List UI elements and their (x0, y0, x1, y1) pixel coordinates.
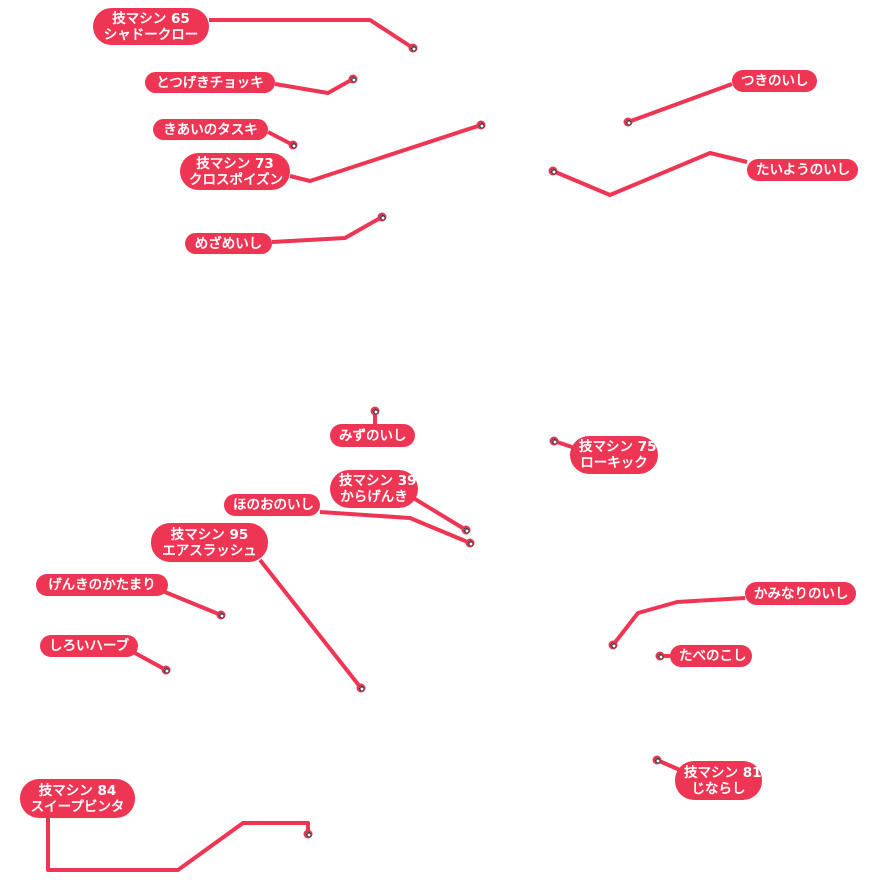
item-label-text: クロスポイズン (189, 171, 284, 188)
item-label[interactable]: みずのいし (330, 424, 415, 447)
leader-line (274, 77, 354, 95)
leader-line (289, 123, 482, 183)
item-label[interactable]: めざめいし (185, 233, 272, 254)
pokeball-icon[interactable] (348, 74, 358, 84)
item-label[interactable]: げんきのかたまり (36, 574, 168, 596)
leader-line (611, 596, 746, 647)
pokeball-icon[interactable] (377, 212, 387, 222)
pokeball-icon[interactable] (623, 117, 633, 127)
item-label-text: きあいのタスキ (163, 121, 258, 138)
pokeball-icon[interactable] (303, 829, 313, 839)
leader-line (271, 215, 383, 244)
pokeball-icon[interactable] (288, 140, 298, 150)
item-label[interactable]: たべのこし (670, 645, 752, 667)
item-label-text: じならし (691, 780, 746, 797)
leader-line (319, 510, 471, 545)
leader-line (552, 151, 748, 197)
item-label-text: しろいハーブ (49, 638, 130, 654)
item-label-text: 技マシン 73 (196, 155, 274, 172)
item-label[interactable]: しろいハーブ (40, 635, 138, 657)
leader-line (209, 18, 415, 50)
pokeball-icon[interactable] (655, 651, 665, 661)
leader-line (258, 558, 363, 690)
pokeball-icon[interactable] (461, 525, 471, 535)
item-label[interactable]: とつげきチョッキ (145, 72, 275, 93)
item-label-text: シャドークロー (103, 26, 199, 43)
item-label[interactable]: きあいのタスキ (153, 119, 268, 140)
item-label-text: 技マシン 75 (579, 439, 657, 455)
item-label-text: げんきのかたまり (48, 577, 156, 593)
item-label-text: 技マシン 81 (684, 764, 762, 781)
leader-line (46, 815, 310, 872)
pokeball-icon[interactable] (161, 665, 171, 675)
pokeball-icon[interactable] (356, 683, 366, 693)
item-label-text: つきのいし (741, 73, 809, 89)
item-label[interactable]: ほのおのいし (224, 494, 320, 516)
pokeball-icon[interactable] (549, 436, 559, 446)
item-label-text: からげんき (340, 489, 408, 505)
item-label[interactable]: つきのいし (732, 70, 817, 92)
leader-line (159, 588, 222, 617)
pokeball-icon[interactable] (476, 120, 486, 130)
item-label-text: 技マシン 65 (112, 10, 190, 27)
pokeball-icon[interactable] (408, 43, 418, 53)
item-label-text: 技マシン 95 (170, 526, 249, 543)
item-label[interactable]: かみなりのいし (745, 582, 856, 605)
item-label-text: かみなりのいし (754, 585, 849, 602)
pokeball-icon[interactable] (465, 538, 475, 548)
pokeball-icon[interactable] (652, 755, 662, 765)
item-label-text: たいようのいし (756, 162, 851, 178)
leader-line (134, 651, 167, 672)
pokeball-icon[interactable] (370, 406, 380, 416)
item-label-text: 技マシン 84 (38, 782, 117, 799)
item-label-text: たべのこし (679, 648, 747, 664)
pokeball-icon[interactable] (548, 166, 558, 176)
item-label-text: ローキック (580, 455, 648, 471)
item-label[interactable]: たいようのいし (747, 159, 858, 181)
pokeball-icon[interactable] (216, 610, 226, 620)
leader-line (627, 82, 733, 124)
item-label-text: みずのいし (339, 427, 407, 444)
item-label-text: 技マシン 39 (339, 473, 417, 489)
item-label-text: とつげきチョッキ (156, 74, 264, 91)
item-label-text: スイープビンタ (30, 798, 125, 815)
leader-line (408, 494, 468, 532)
item-label-text: エアスラッシュ (162, 542, 257, 559)
pokeball-icon[interactable] (608, 640, 618, 650)
item-label-text: めざめいし (194, 235, 263, 252)
item-label-text: ほのおのいし (233, 497, 314, 513)
